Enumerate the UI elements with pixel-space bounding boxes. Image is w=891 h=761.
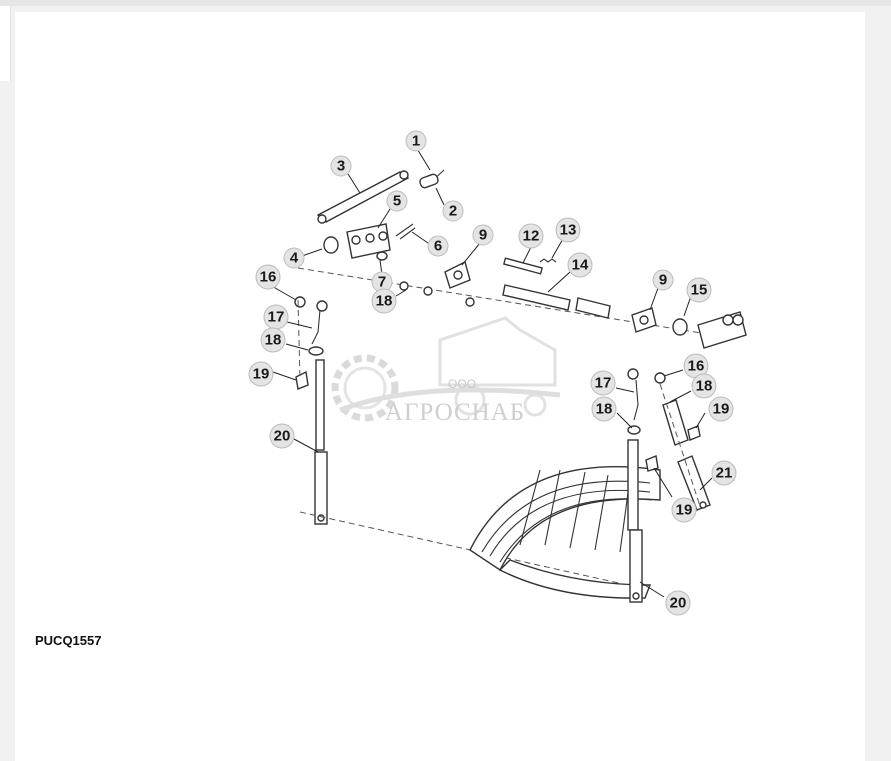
concave-grate: [469, 466, 661, 599]
left-panel-edge: [0, 6, 11, 81]
svg-text:19: 19: [713, 401, 730, 418]
svg-text:18: 18: [376, 293, 393, 310]
svg-text:7: 7: [378, 274, 386, 291]
callout-7: 7: [371, 271, 393, 293]
svg-text:16: 16: [260, 269, 277, 286]
callout-16-left: 16: [255, 264, 281, 290]
svg-text:18: 18: [596, 401, 613, 418]
leader-lines: [269, 146, 713, 598]
watermark-title: АГРОСНАБ: [385, 399, 525, 426]
svg-text:9: 9: [659, 272, 667, 289]
callout-19-right-lower: 19: [671, 497, 697, 523]
svg-text:16: 16: [688, 358, 705, 375]
callout-2: 2: [442, 200, 464, 222]
svg-text:21: 21: [716, 465, 733, 482]
svg-text:14: 14: [572, 257, 589, 274]
svg-text:13: 13: [560, 222, 577, 239]
callout-21: 21: [711, 460, 737, 486]
svg-text:20: 20: [670, 595, 687, 612]
callout-20-left: 20: [269, 423, 295, 449]
svg-text:18: 18: [265, 332, 282, 349]
callout-18-right: 18: [591, 396, 617, 422]
callout-17-right: 17: [590, 370, 616, 396]
svg-text:2: 2: [449, 203, 457, 220]
svg-text:18: 18: [696, 378, 713, 395]
callout-18-left: 18: [260, 327, 286, 353]
callout-9-right: 9: [652, 269, 674, 291]
top-bar: [0, 0, 891, 6]
parts-diagram: ООО АГРОСНАБ: [15, 12, 865, 761]
svg-text:6: 6: [434, 238, 442, 255]
callout-5: 5: [386, 190, 408, 212]
callout-19-right-upper: 19: [708, 396, 734, 422]
callout-18-middle: 18: [371, 288, 397, 314]
figure-code: PUCQ1557: [35, 633, 102, 648]
watermark-subtitle: ООО: [448, 377, 476, 391]
watermark-logo: ООО АГРОСНАБ: [331, 316, 561, 426]
svg-text:4: 4: [290, 250, 299, 267]
callout-1: 1: [405, 130, 427, 152]
callout-17-left: 17: [263, 304, 289, 330]
svg-text:20: 20: [274, 428, 291, 445]
callout-19-left: 19: [248, 361, 274, 387]
svg-text:19: 19: [676, 502, 693, 519]
svg-text:12: 12: [523, 228, 540, 245]
svg-text:17: 17: [595, 375, 612, 392]
svg-text:1: 1: [412, 133, 420, 150]
svg-text:15: 15: [691, 282, 708, 299]
svg-text:5: 5: [393, 193, 401, 210]
callout-4: 4: [283, 247, 305, 269]
callout-18-right-upper: 18: [691, 373, 717, 399]
callout-9-left: 9: [472, 224, 494, 246]
svg-text:17: 17: [268, 309, 285, 326]
callout-3: 3: [330, 155, 352, 177]
callout-14: 14: [567, 252, 593, 278]
svg-text:9: 9: [479, 227, 487, 244]
callout-15: 15: [686, 277, 712, 303]
svg-text:3: 3: [337, 158, 345, 175]
svg-text:19: 19: [253, 366, 270, 383]
exploded-assembly: [294, 169, 747, 603]
callout-20-right: 20: [665, 590, 691, 616]
callout-13: 13: [555, 217, 581, 243]
callout-6: 6: [427, 235, 449, 257]
callout-12: 12: [518, 223, 544, 249]
callout-16-right: 16: [683, 353, 709, 379]
content-card: ООО АГРОСНАБ: [15, 12, 865, 761]
